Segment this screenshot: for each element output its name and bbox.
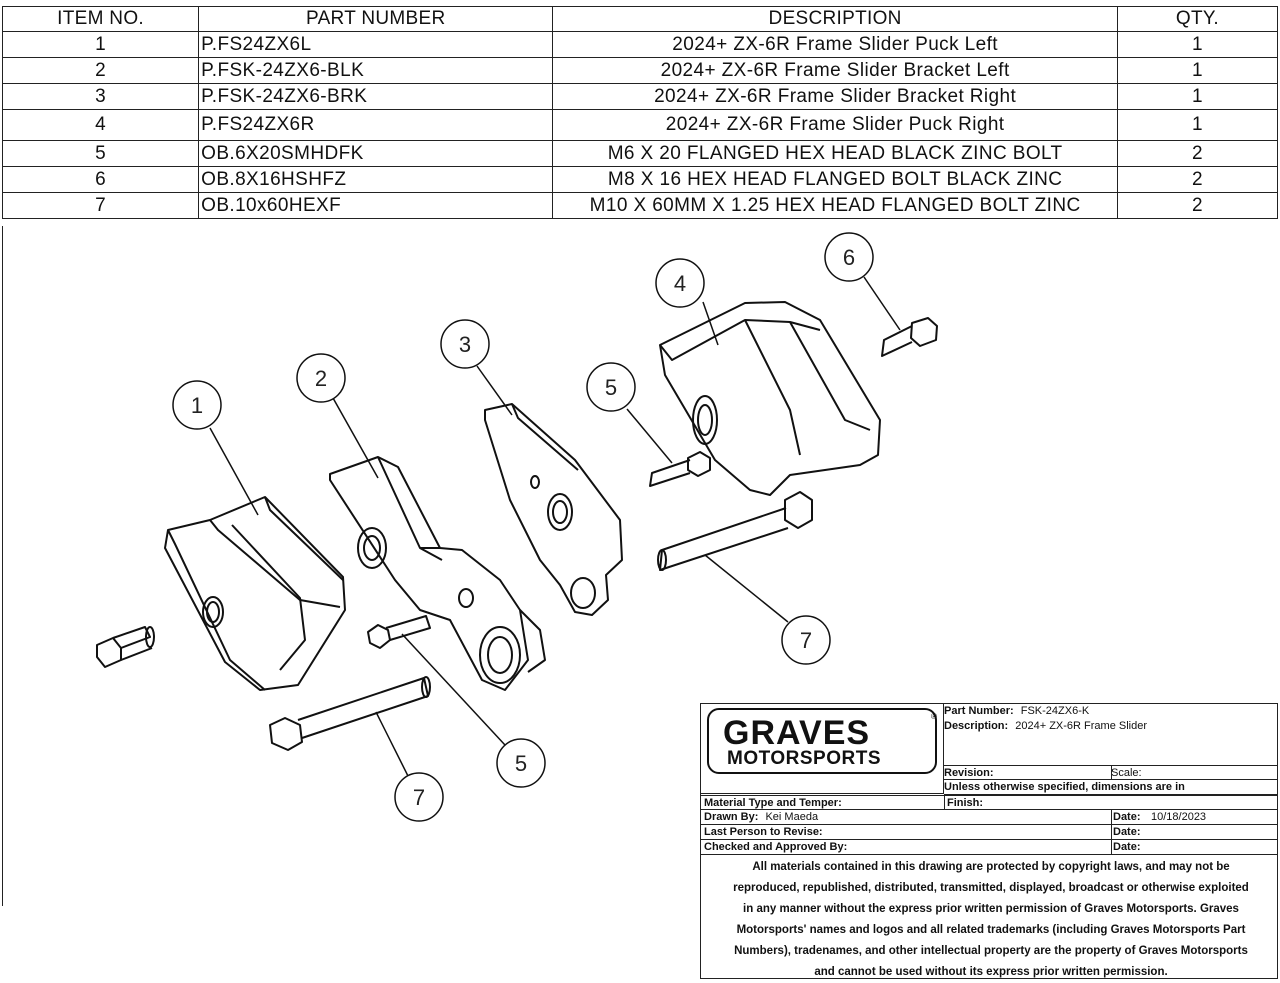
part-bolt-m10-right: [657, 491, 813, 571]
table-row: 7 OB.10x60HEXF M10 X 60MM X 1.25 HEX HEA…: [1, 192, 1279, 219]
revision-row: Revision: Scale:: [944, 765, 1277, 780]
material-label: Material Type and Temper:: [704, 797, 842, 809]
title-block: GRAVES MOTORSPORTS ® Part Number: FSK-24…: [700, 703, 1278, 979]
part-number-value: FSK-24ZX6-K: [1020, 705, 1090, 717]
table-row: 2 P.FSK-24ZX6-BLK 2024+ ZX-6R Frame Slid…: [1, 57, 1279, 84]
balloon-5-lower: 5: [515, 751, 527, 776]
registered-mark: ®: [931, 712, 937, 721]
checked-row: Checked and Approved By: Date:: [701, 840, 1277, 855]
part-puck-left: [164, 496, 346, 691]
item-no: 7: [1, 192, 200, 219]
scale-divider: [1111, 765, 1112, 780]
description: 2024+ ZX-6R Frame Slider Bracket Left: [552, 57, 1118, 84]
balloon-5: 5: [605, 375, 617, 400]
last-revise-label: Last Person to Revise:: [704, 826, 823, 838]
item-no: 4: [1, 109, 200, 141]
table-row: 1 P.FS24ZX6L 2024+ ZX-6R Frame Slider Pu…: [1, 31, 1279, 58]
part-bolt-m8-right: [881, 317, 938, 357]
part-number-label: Part Number:: [944, 705, 1014, 717]
units-note: Unless otherwise specified, dimensions a…: [944, 781, 1185, 793]
header-part-number: PART NUMBER: [198, 6, 554, 32]
header-item-no: ITEM NO.: [1, 6, 200, 32]
description-row: Description: 2024+ ZX-6R Frame Slider: [944, 719, 1277, 734]
item-no: 5: [1, 140, 200, 167]
part-bracket-right: [484, 403, 623, 616]
table-row: 5 OB.6X20SMHDFK M6 X 20 FLANGED HEX HEAD…: [1, 140, 1279, 167]
balloon-3: 3: [459, 332, 471, 357]
logo-text-graves: GRAVES: [723, 714, 871, 752]
part-puck-right: [659, 301, 881, 496]
item-no: 1: [1, 31, 200, 58]
qty: 1: [1116, 57, 1279, 84]
qty: 1: [1116, 83, 1279, 110]
header-qty: QTY.: [1116, 6, 1279, 32]
item-no: 3: [1, 83, 200, 110]
date-label: Date:: [1113, 811, 1141, 823]
part-bolt-m8-left: [96, 626, 155, 668]
part-number: OB.8X16HSHFZ: [198, 166, 554, 193]
table-row: 6 OB.8X16HSHFZ M8 X 16 HEX HEAD FLANGED …: [1, 166, 1279, 193]
bom-table: ITEM NO. PART NUMBER DESCRIPTION QTY. 1 …: [1, 6, 1279, 219]
part-number: OB.10x60HEXF: [198, 192, 554, 219]
part-number-row: Part Number: FSK-24ZX6-K: [944, 704, 1277, 719]
drawn-by-label: Drawn By:: [704, 811, 759, 823]
logo-frame: GRAVES MOTORSPORTS ®: [707, 708, 937, 774]
balloon-1: 1: [191, 393, 203, 418]
material-finish-row: Material Type and Temper: Finish:: [701, 795, 1277, 810]
balloon-7-lower: 7: [413, 785, 425, 810]
table-row: 3 P.FSK-24ZX6-BRK 2024+ ZX-6R Frame Slid…: [1, 83, 1279, 110]
balloon-7: 7: [800, 628, 812, 653]
description-label: Description:: [944, 720, 1009, 732]
leader-lines: [209, 276, 901, 777]
exploded-view-drawing: 1 2 3 4 5 6 7 5 7: [96, 232, 938, 822]
part-number: OB.6X20SMHDFK: [198, 140, 554, 167]
description: 2024+ ZX-6R Frame Slider Bracket Right: [552, 83, 1118, 110]
checked-label: Checked and Approved By:: [704, 841, 848, 853]
date-label-2: Date:: [1113, 826, 1141, 838]
copyright-notice: All materials contained in this drawing …: [733, 861, 1249, 978]
scale-label: Scale:: [1111, 767, 1142, 779]
balloon-2: 2: [315, 366, 327, 391]
last-revise-row: Last Person to Revise: Date:: [701, 825, 1277, 840]
bom-header-row: ITEM NO. PART NUMBER DESCRIPTION QTY.: [1, 6, 1279, 32]
date-value: 10/18/2023: [1151, 811, 1207, 823]
logo-text-motorsports: MOTORSPORTS: [727, 748, 881, 769]
table-row: 4 P.FS24ZX6R 2024+ ZX-6R Frame Slider Pu…: [1, 109, 1279, 141]
finish-divider: [944, 795, 945, 810]
drawing-border: [2, 226, 3, 906]
part-bolt-m10-left: [269, 676, 431, 751]
item-no: 2: [1, 57, 200, 84]
revision-label: Revision:: [944, 767, 994, 779]
part-number: P.FSK-24ZX6-BRK: [198, 83, 554, 110]
qty: 1: [1116, 31, 1279, 58]
balloon-4: 4: [674, 271, 686, 296]
description: M6 X 20 FLANGED HEX HEAD BLACK ZINC BOLT: [552, 140, 1118, 167]
units-row: Unless otherwise specified, dimensions a…: [944, 780, 1277, 795]
qty: 2: [1116, 192, 1279, 219]
qty: 2: [1116, 166, 1279, 193]
item-no: 6: [1, 166, 200, 193]
part-number: P.FS24ZX6R: [198, 109, 554, 141]
qty: 1: [1116, 109, 1279, 141]
part-number: P.FSK-24ZX6-BLK: [198, 57, 554, 84]
date-divider: [1111, 810, 1112, 855]
part-bolt-m6-left: [367, 615, 431, 649]
drawn-by-row: Drawn By: Kei Maeda Date: 10/18/2023: [701, 810, 1277, 825]
part-bracket-left: [329, 456, 546, 691]
finish-label: Finish:: [947, 797, 984, 809]
description: 2024+ ZX-6R Frame Slider Puck Left: [552, 31, 1118, 58]
drawn-by-value: Kei Maeda: [765, 811, 819, 823]
part-number: P.FS24ZX6L: [198, 31, 554, 58]
qty: 2: [1116, 140, 1279, 167]
balloon-6: 6: [843, 245, 855, 270]
header-description: DESCRIPTION: [552, 6, 1118, 32]
date-label-3: Date:: [1113, 841, 1141, 853]
description: 2024+ ZX-6R Frame Slider Puck Right: [552, 109, 1118, 141]
description: M8 X 16 HEX HEAD FLANGED BOLT BLACK ZINC: [552, 166, 1118, 193]
description: M10 X 60MM X 1.25 HEX HEAD FLANGED BOLT …: [552, 192, 1118, 219]
balloons: [172, 232, 874, 822]
part-bolt-m6-right: [649, 451, 711, 487]
graves-logo: GRAVES MOTORSPORTS ®: [701, 704, 944, 794]
description-value: 2024+ ZX-6R Frame Slider: [1015, 720, 1147, 732]
